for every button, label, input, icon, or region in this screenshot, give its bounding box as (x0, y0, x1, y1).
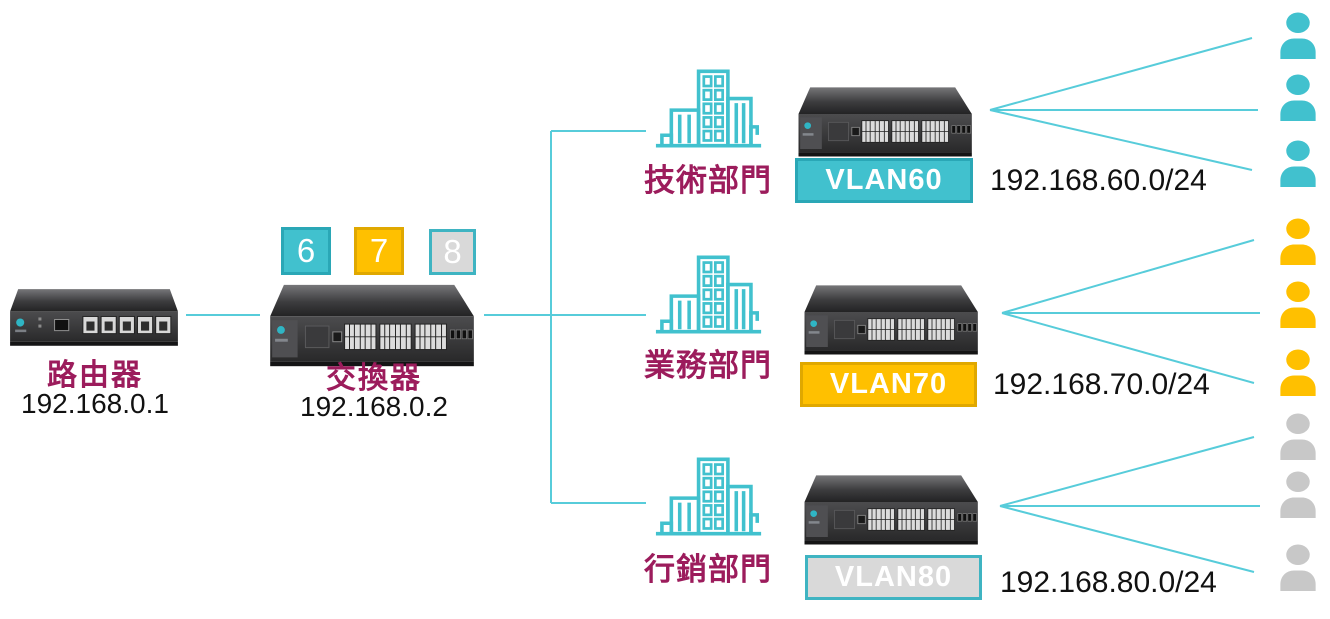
dept3-name: 行銷部門 (644, 552, 772, 587)
building-icon (652, 452, 764, 540)
fan-dept2 (1001, 239, 1260, 384)
dept1-subnet: 192.168.60.0/24 (990, 164, 1207, 197)
core-switch-label: 交換器 (326, 362, 422, 395)
user-icon (1276, 413, 1320, 460)
dept2-vlan-badge: VLAN70 (800, 362, 977, 407)
fan-dept1 (989, 37, 1258, 171)
user-icon (1276, 471, 1320, 518)
dept1-vlan-badge: VLAN60 (795, 158, 973, 203)
building-icon (652, 64, 764, 152)
user-icon (1276, 74, 1320, 121)
user-icon (1276, 218, 1320, 265)
port-tag-6: 6 (281, 227, 331, 275)
user-icon (1276, 281, 1320, 328)
router-ip: 192.168.0.1 (21, 388, 169, 419)
dept2-name: 業務部門 (644, 348, 772, 383)
dept1-switch-image (790, 84, 982, 164)
core-switch-ip: 192.168.0.2 (300, 391, 448, 422)
user-icon (1276, 140, 1320, 187)
user-icon (1276, 544, 1320, 591)
fan-dept3 (999, 436, 1260, 573)
dept1-name: 技術部門 (644, 163, 772, 198)
router-label: 路由器 (47, 359, 143, 392)
user-icon (1276, 12, 1320, 59)
router-image (2, 285, 186, 356)
dept3-subnet: 192.168.80.0/24 (1000, 566, 1217, 599)
port-tag-7: 7 (354, 227, 404, 275)
user-icon (1276, 349, 1320, 396)
dept2-subnet: 192.168.70.0/24 (993, 368, 1210, 401)
port-tag-8: 8 (429, 229, 476, 275)
dept3-vlan-badge: VLAN80 (805, 555, 982, 600)
building-icon (652, 250, 764, 338)
dept2-switch-image (796, 282, 988, 362)
dept3-switch-image (796, 472, 988, 552)
